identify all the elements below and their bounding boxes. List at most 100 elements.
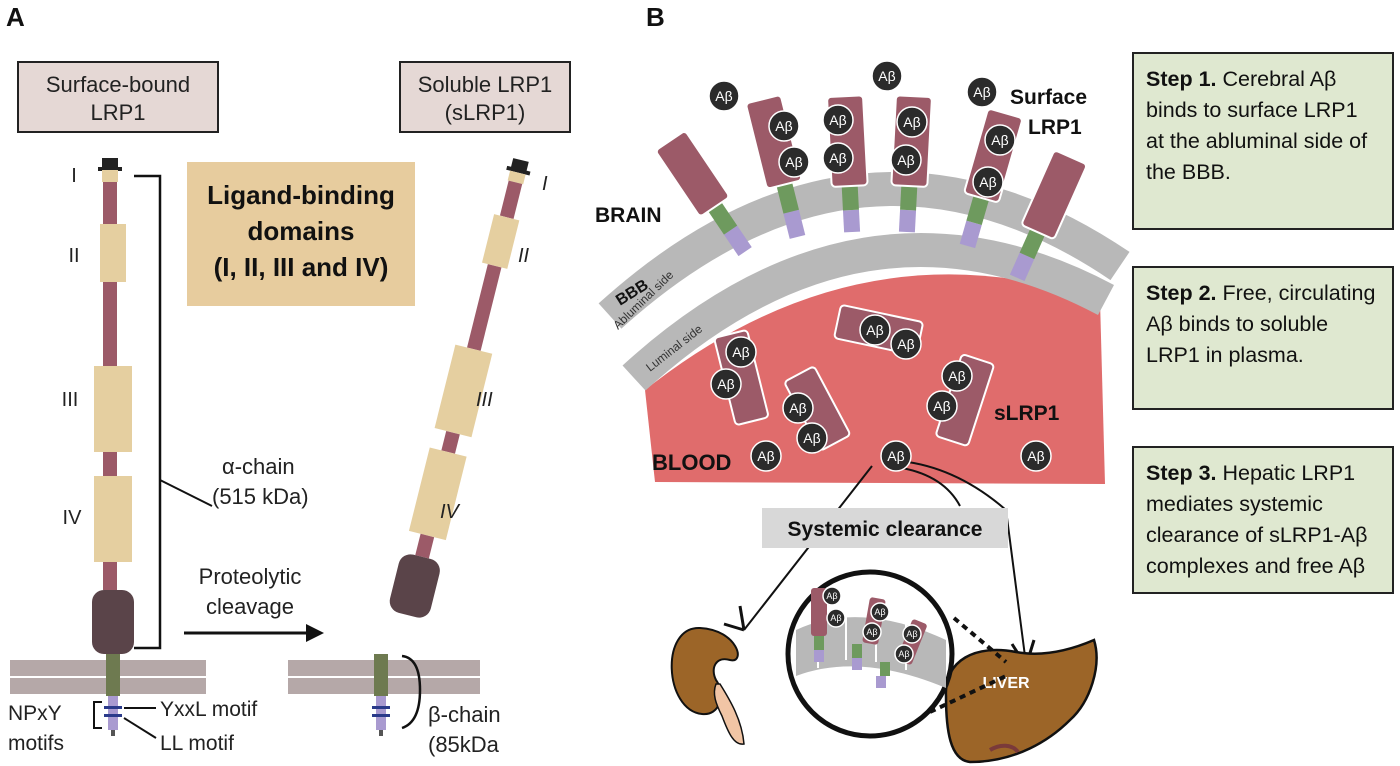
ab-text: Aβ bbox=[903, 114, 920, 130]
slrp1-label: sLRP1 bbox=[994, 402, 1060, 425]
cleavage-label-1: Proteolytic bbox=[199, 564, 302, 589]
soluble-numeral-iv: IV bbox=[440, 501, 461, 523]
ligand-binding-domains-box: Ligand-binding domains (I, II, III and I… bbox=[187, 162, 415, 306]
ab-text: Aβ bbox=[829, 112, 846, 128]
surface-numeral-iv: IV bbox=[63, 507, 83, 529]
ab-text: Aβ bbox=[866, 322, 883, 338]
domains-title-line3: (I, II, III and IV) bbox=[214, 252, 389, 282]
ab-text: Aβ bbox=[829, 150, 846, 166]
ab-peptide-18: Aβ bbox=[926, 390, 958, 422]
ab-text: Aβ bbox=[973, 84, 990, 100]
zoom-line-2 bbox=[929, 674, 1007, 714]
ab-peptide-2: Aβ bbox=[966, 76, 998, 108]
surface-lrp1-receptor-1 bbox=[655, 131, 752, 257]
blood-region bbox=[645, 274, 1105, 484]
ab-peptides: AβAβAβAβAβAβAβAβAβAβAβAβAβAβAβAβAβAβAβAβ… bbox=[708, 60, 1052, 664]
soluble-numeral-i: I bbox=[542, 173, 548, 195]
soluble-lrp1-label: Soluble LRP1 (sLRP1) bbox=[399, 61, 571, 133]
ab-peptide-small-0: Aβ bbox=[822, 586, 842, 606]
ab-peptide-20: Aβ bbox=[880, 440, 912, 472]
ab-peptide-small-4: Aβ bbox=[902, 624, 922, 644]
yxxl-label: YxxL motif bbox=[160, 698, 257, 721]
surface-lrp1-label-line2: LRP1 bbox=[1028, 116, 1082, 139]
ab-peptide-small-3: Aβ bbox=[862, 622, 882, 642]
npxy-bracket bbox=[93, 701, 102, 729]
ab-peptide-3: Aβ bbox=[768, 110, 800, 142]
step-1-box: Step 1. Cerebral Aβ binds to surface LRP… bbox=[1132, 52, 1394, 230]
beta-chain-bracket bbox=[401, 654, 422, 730]
ab-text: Aβ bbox=[866, 627, 877, 637]
soluble-lrp1-molecule bbox=[389, 158, 531, 618]
surface-lrp1-label-line1: Surface bbox=[1010, 86, 1087, 109]
alpha-chain-label-1: α-chain bbox=[222, 454, 295, 479]
ab-peptide-0: Aβ bbox=[708, 80, 740, 112]
ab-peptide-15: Aβ bbox=[859, 314, 891, 346]
ab-text: Aβ bbox=[757, 448, 774, 464]
beta-chain-label-1: β-chain bbox=[428, 702, 501, 727]
beta-chain-label-2: (85kDa bbox=[428, 732, 500, 757]
ab-peptide-11: Aβ bbox=[725, 336, 757, 368]
step-2-title: Step 2. bbox=[1146, 281, 1217, 305]
ab-text: Aβ bbox=[826, 591, 837, 601]
ab-text: Aβ bbox=[898, 649, 909, 659]
domains-title-line1: Ligand-binding bbox=[207, 180, 395, 210]
surface-label-line2: LRP1 bbox=[90, 100, 145, 125]
systemic-clearance-box bbox=[762, 508, 1008, 548]
soluble-label-line1: Soluble LRP1 bbox=[418, 72, 553, 97]
step-1-title: Step 1. bbox=[1146, 67, 1217, 91]
ab-peptide-8: Aβ bbox=[890, 144, 922, 176]
ab-text: Aβ bbox=[991, 132, 1008, 148]
soluble-label-line2: (sLRP1) bbox=[445, 100, 526, 125]
surface-lrp1-label: Surface-bound LRP1 bbox=[17, 61, 219, 133]
step-3-box: Step 3. Hepatic LRP1 mediates systemic c… bbox=[1132, 446, 1394, 594]
ll-label: LL motif bbox=[160, 732, 234, 755]
ab-text: Aβ bbox=[933, 398, 950, 414]
ab-peptide-7: Aβ bbox=[896, 106, 928, 138]
systemic-clearance-label: Systemic clearance bbox=[788, 518, 983, 541]
ab-text: Aβ bbox=[789, 400, 806, 416]
surface-numeral-i: I bbox=[71, 165, 77, 187]
cleavage-arrow bbox=[184, 624, 324, 642]
panel-b-letter: B bbox=[646, 2, 665, 32]
ab-peptide-19: Aβ bbox=[750, 440, 782, 472]
ab-text: Aβ bbox=[732, 344, 749, 360]
panel-a-letter: A bbox=[6, 2, 25, 32]
cleavage-label-2: cleavage bbox=[206, 594, 294, 619]
ab-peptide-4: Aβ bbox=[778, 146, 810, 178]
ll-pointer bbox=[123, 717, 157, 739]
ab-text: Aβ bbox=[830, 613, 841, 623]
ab-text: Aβ bbox=[874, 607, 885, 617]
ab-text: Aβ bbox=[887, 448, 904, 464]
ab-peptide-small-1: Aβ bbox=[826, 608, 846, 628]
ab-peptide-9: Aβ bbox=[984, 124, 1016, 156]
arrow-to-liver-1 bbox=[907, 461, 1027, 665]
beta-chain-molecule bbox=[288, 654, 480, 736]
ab-text: Aβ bbox=[897, 152, 914, 168]
surface-label-line1: Surface-bound bbox=[46, 72, 190, 97]
liver-zoom-circle bbox=[785, 569, 955, 739]
soluble-numeral-iii: III bbox=[476, 389, 493, 411]
ab-text: Aβ bbox=[1027, 448, 1044, 464]
blood-label: BLOOD bbox=[652, 450, 731, 475]
npxy-label-1: NPxY bbox=[8, 702, 62, 725]
ab-peptide-14: Aβ bbox=[796, 422, 828, 454]
ab-peptide-small-5: Aβ bbox=[894, 644, 914, 664]
arrow-kidney-head bbox=[723, 605, 746, 632]
ab-text: Aβ bbox=[803, 430, 820, 446]
npxy-label-2: motifs bbox=[8, 732, 64, 755]
ab-text: Aβ bbox=[906, 629, 917, 639]
alpha-chain-label-2: (515 kDa) bbox=[212, 484, 309, 509]
ab-text: Aβ bbox=[897, 336, 914, 352]
liver-label: LIVER bbox=[982, 675, 1030, 692]
surface-numeral-ii: II bbox=[68, 245, 79, 267]
kidney bbox=[670, 626, 745, 745]
step-2-text: Free, circulating Aβ binds to soluble LR… bbox=[1146, 281, 1376, 367]
step-3-text: Hepatic LRP1 mediates systemic clearance… bbox=[1146, 461, 1368, 578]
alpha-chain-pointer bbox=[159, 479, 213, 507]
ab-peptide-16: Aβ bbox=[890, 328, 922, 360]
step-1-text: Cerebral Aβ binds to surface LRP1 at the… bbox=[1146, 67, 1368, 184]
ab-peptide-12: Aβ bbox=[710, 368, 742, 400]
bbb-luminal-layer bbox=[622, 233, 1114, 391]
liver bbox=[944, 638, 1098, 764]
